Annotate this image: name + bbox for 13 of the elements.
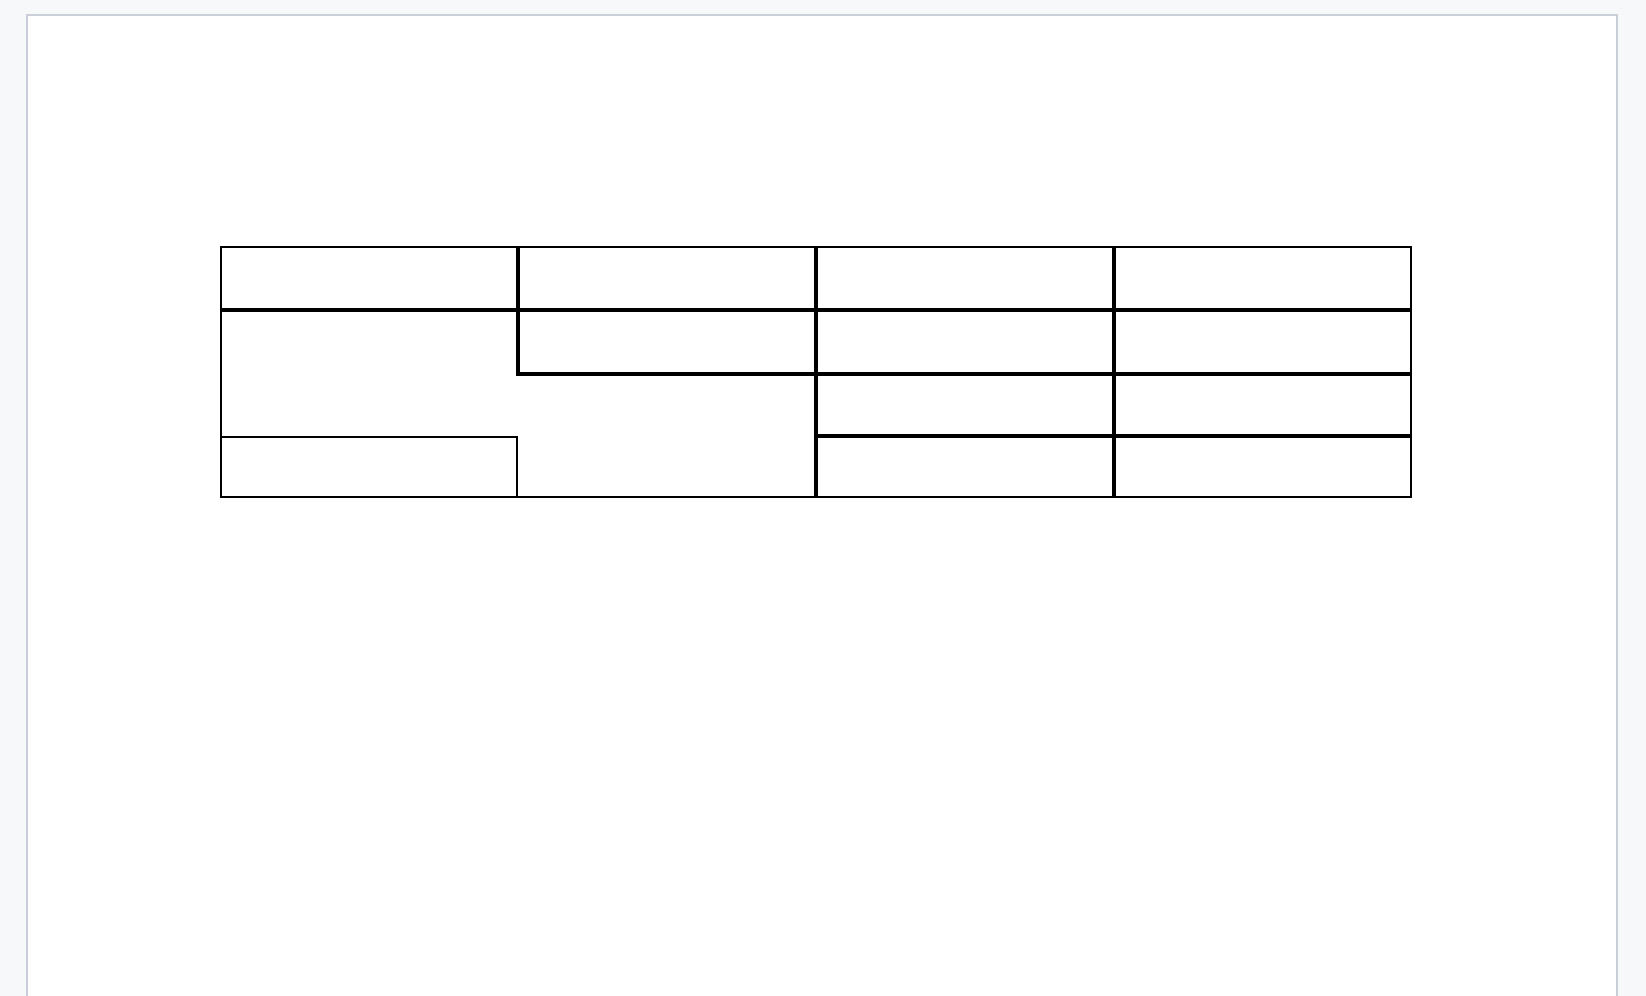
table-cell: [1114, 310, 1412, 374]
table-cell: [220, 436, 518, 498]
table-cell: [1114, 374, 1412, 436]
table-cell: [220, 246, 518, 310]
table-cell: [1114, 436, 1412, 498]
table-cell: [518, 310, 816, 374]
table-cell: [816, 310, 1114, 374]
table-cell: [816, 436, 1114, 498]
table-cell: [816, 374, 1114, 436]
table-cell: [816, 246, 1114, 310]
table-cell: [518, 246, 816, 310]
table-cell: [220, 310, 816, 498]
table-cell: [1114, 246, 1412, 310]
